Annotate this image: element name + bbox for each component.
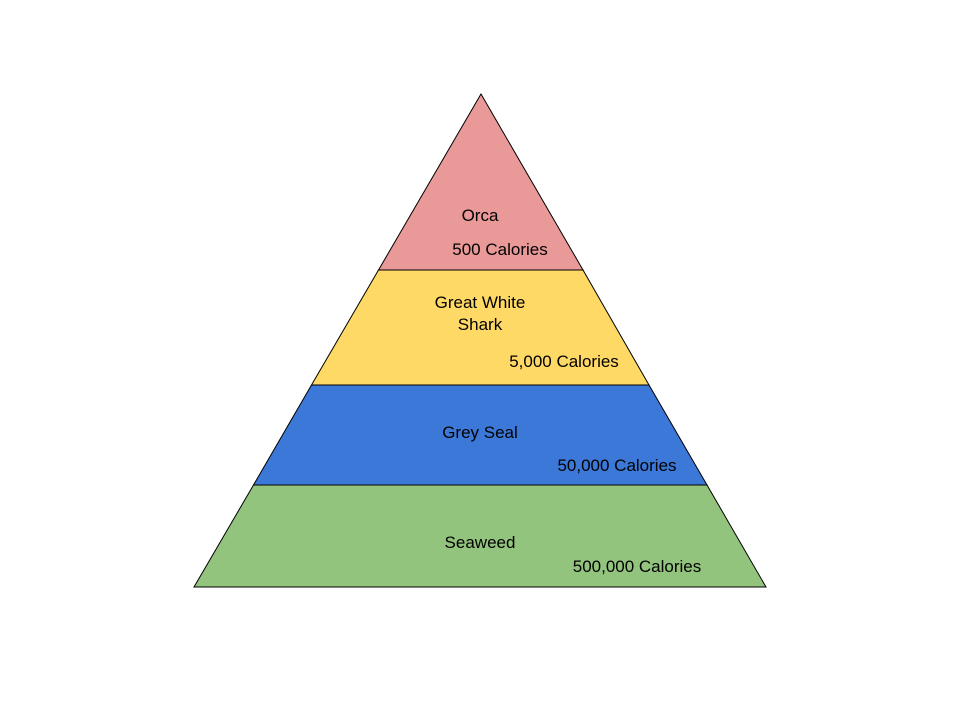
shark-label-line1: Great White (435, 293, 526, 312)
seal-label: Grey Seal (442, 423, 518, 442)
seaweed-calories: 500,000 Calories (573, 557, 702, 576)
seal-calories: 50,000 Calories (557, 456, 676, 475)
orca-label: Orca (462, 206, 499, 225)
level-seaweed (193, 484, 767, 588)
shark-calories: 5,000 Calories (509, 352, 619, 371)
orca-calories: 500 Calories (452, 240, 547, 259)
shark-label-line2: Shark (458, 315, 503, 334)
seaweed-label: Seaweed (445, 533, 516, 552)
